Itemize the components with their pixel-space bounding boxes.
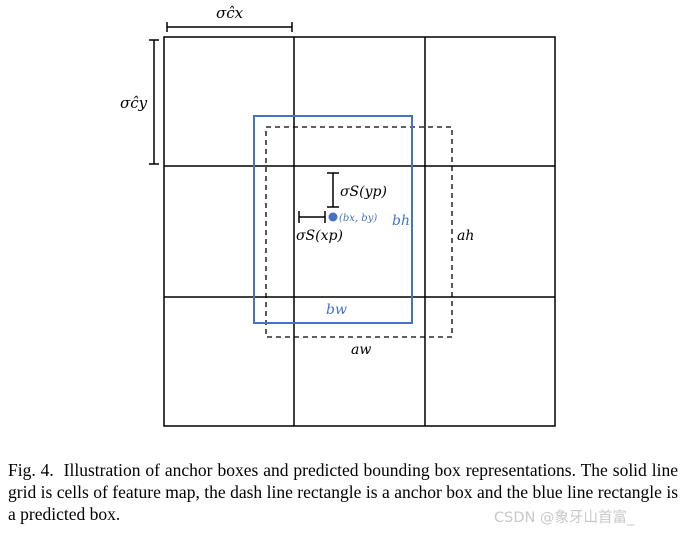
offset-x-marker: [298, 211, 326, 223]
anchor-box: [265, 126, 453, 338]
figure-caption: Fig. 4. Illustration of anchor boxes and…: [8, 459, 678, 525]
center-point: [328, 212, 338, 222]
offset-x-label: σS(xp): [296, 228, 343, 244]
feature-map-grid: [163, 36, 556, 427]
anchor-box-figure: σĉx σĉy σS(yp) σS(xp) (bx, by) bh bw ah …: [120, 4, 556, 427]
cell-width-dimension: [166, 22, 293, 32]
offset-y-label: σS(yp): [340, 184, 387, 200]
grid-outer-border: [163, 36, 556, 427]
csdn-watermark: CSDN @象牙山首富_: [494, 510, 635, 526]
cell-height-dimension: [149, 39, 159, 165]
cell-width-sigma: σĉx: [216, 4, 244, 22]
caption-text: Illustration of anchor boxes and predict…: [8, 460, 678, 524]
anchor-width-label: aw: [351, 342, 371, 358]
offset-y-marker: [327, 172, 339, 208]
center-label: (bx, by): [339, 213, 377, 224]
anchor-height-label: ah: [457, 228, 474, 244]
predicted-box: [253, 115, 413, 324]
pred-width-label: bw: [326, 302, 347, 318]
cell-width-label: σĉx: [216, 4, 244, 22]
cell-height-label: σĉy: [120, 94, 148, 112]
caption-label: Fig. 4.: [8, 460, 54, 480]
pred-height-label: bh: [392, 213, 410, 229]
